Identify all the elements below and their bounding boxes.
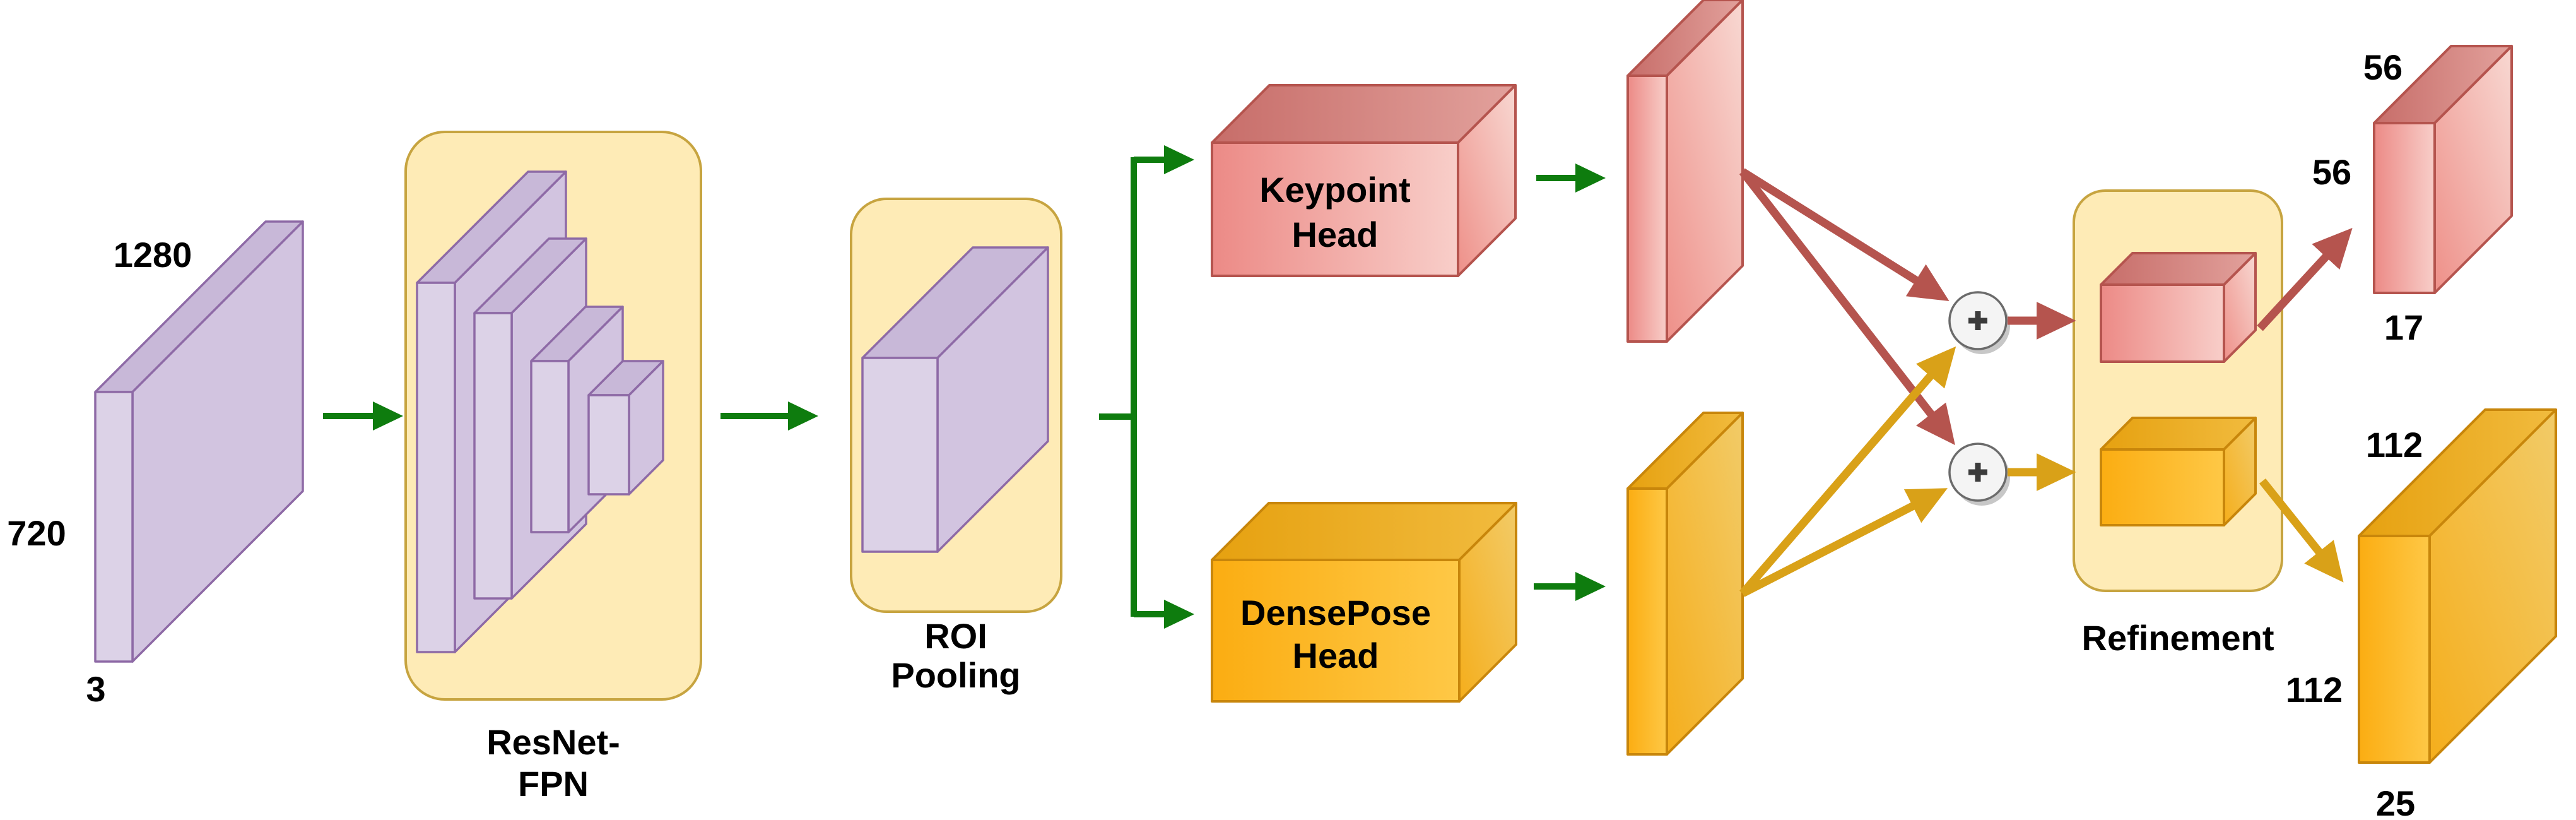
keypoint-head-box: [1211, 84, 1517, 277]
densepose-output-size-top: 112: [2366, 425, 2423, 465]
backbone-label-line1: ResNet-: [486, 722, 620, 762]
input-height-label: 720: [7, 513, 66, 553]
refinement-container: [2073, 189, 2283, 592]
keypoint-output-tensor: [2373, 45, 2513, 294]
keypoint-head-label-line1: Keypoint: [1259, 170, 1411, 210]
densepose-output-size-left: 112: [2286, 670, 2343, 710]
plus-icon: [1968, 311, 1987, 330]
roi-feature-tensor: [861, 246, 1049, 553]
sum-node-bottom: +: [1948, 443, 2010, 506]
sum-node-top: +: [1948, 291, 2010, 354]
refinement-label: Refinement: [2082, 618, 2274, 658]
input-channels-label: 3: [86, 669, 105, 709]
keypoint-output-channels: 17: [2384, 307, 2423, 347]
plus-icon: [1968, 463, 1987, 482]
densepose-output-channels: 25: [2376, 783, 2415, 820]
keypoint-feature-slab: [1626, 0, 1744, 343]
keypoint-output-size-left: 56: [2312, 152, 2351, 192]
densepose-head-label-line1: DensePose: [1240, 593, 1431, 633]
densepose-head-label-line2: Head: [1293, 636, 1379, 675]
refined-densepose-box: [2100, 417, 2257, 526]
keypoint-head-label-line2: Head: [1292, 215, 1379, 254]
input-width-label: 1280: [114, 235, 192, 275]
densepose-output-tensor: [2358, 408, 2557, 764]
roi-label-line1: ROI: [924, 616, 987, 656]
arrow-keypoint-to-sum-top: [1740, 168, 1950, 302]
densepose-head-box: [1211, 502, 1517, 703]
arrow-keypoint-to-sum-bottom: [1739, 169, 1955, 446]
arrow-densepose-to-sum-bottom: [1741, 488, 1948, 597]
input-tensor: [94, 220, 304, 663]
fpn-level-4: [587, 360, 664, 496]
keypoint-output-size-top: 56: [2363, 47, 2403, 87]
refined-keypoint-box: [2100, 252, 2257, 363]
arrow-refinement-to-keypoint-output: [2257, 227, 2353, 331]
roi-label-line2: Pooling: [891, 655, 1020, 695]
densepose-feature-slab: [1626, 412, 1744, 756]
backbone-label-line2: FPN: [518, 764, 589, 804]
arrow-refinement-to-densepose-output: [2259, 478, 2344, 583]
arrow-densepose-to-sum-top: [1739, 346, 1956, 597]
